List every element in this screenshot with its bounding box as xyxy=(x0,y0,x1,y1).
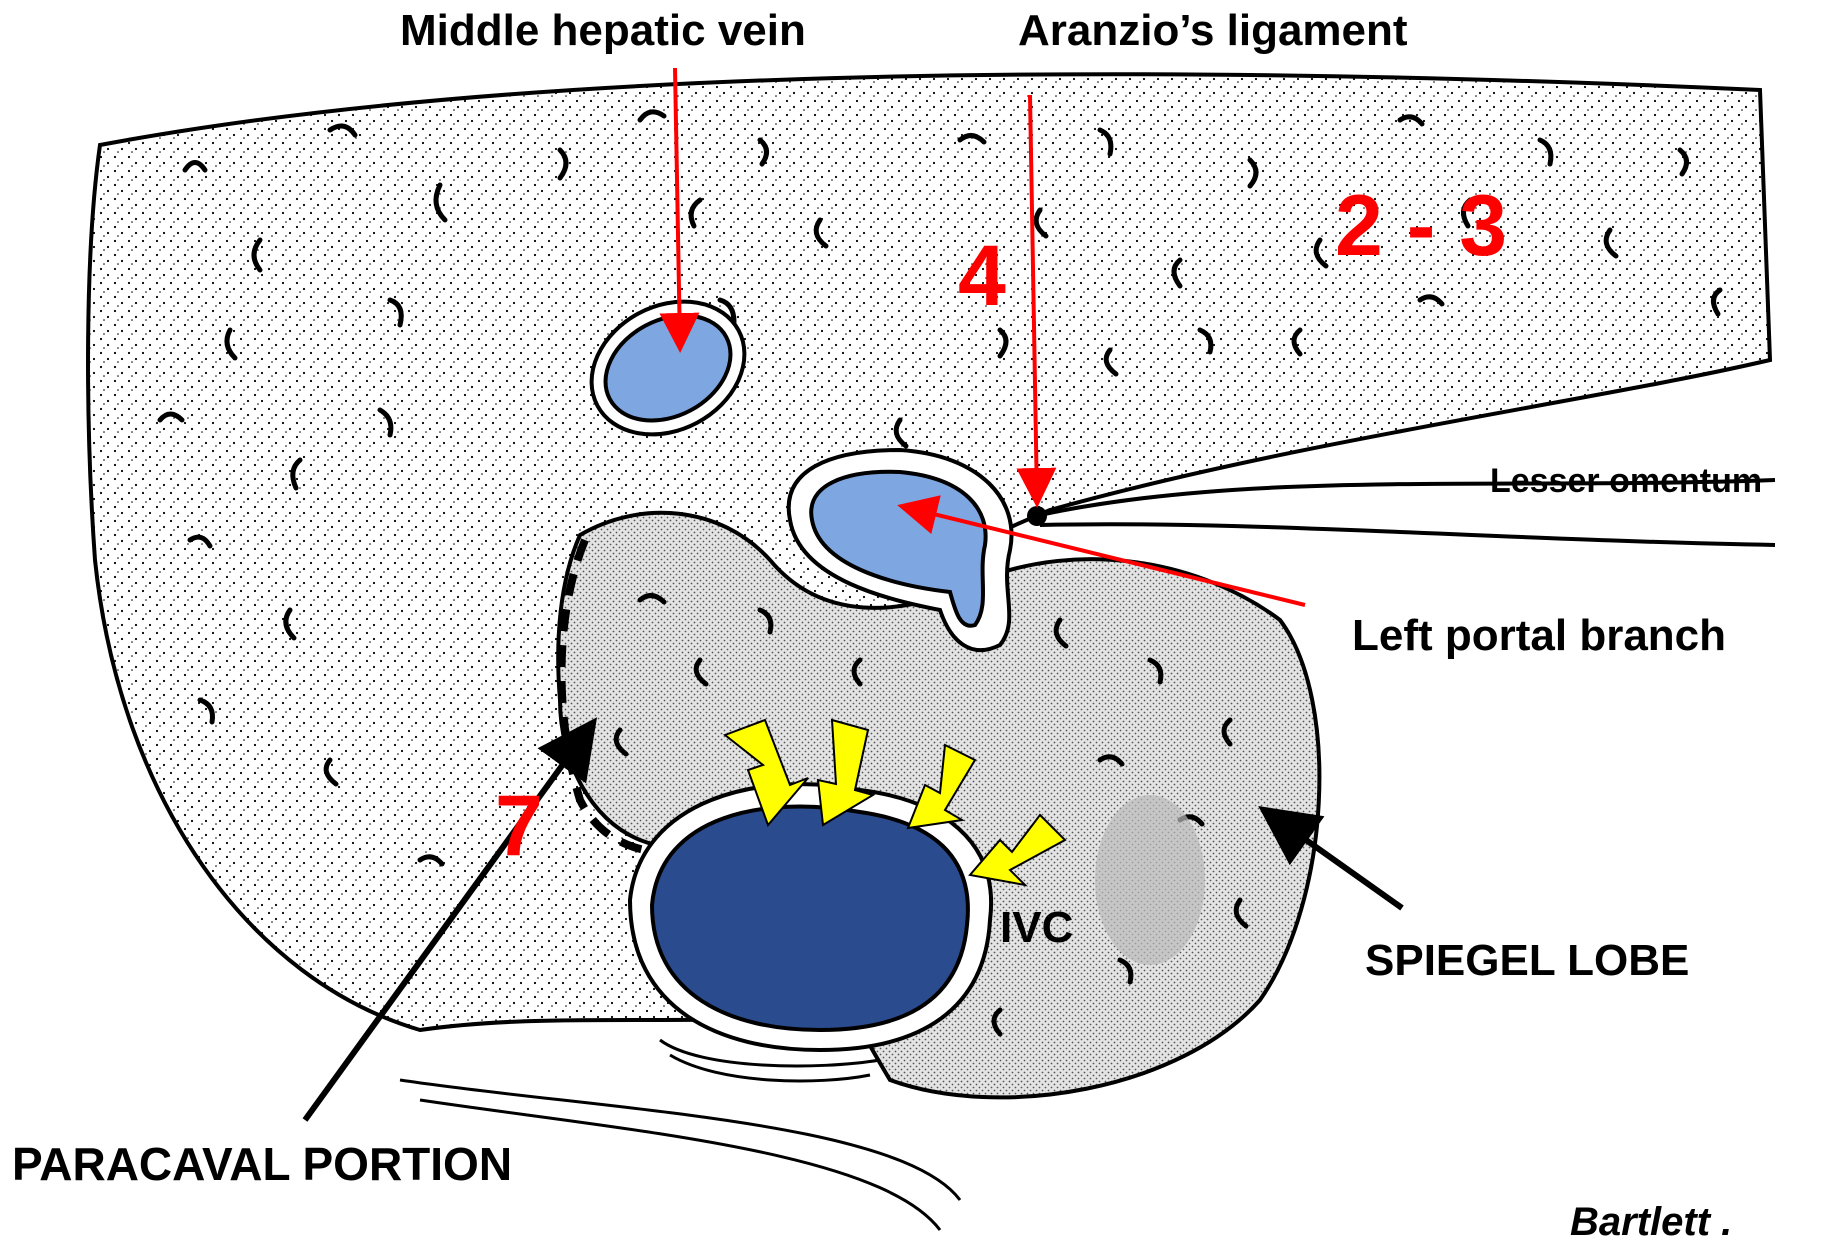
spiegel-lobe-label: SPIEGEL LOBE xyxy=(1365,936,1689,985)
segment-4-number: 4 xyxy=(958,228,1006,324)
lesser-omentum-label: Lesser omentum xyxy=(1490,462,1762,500)
aranzio-ligament-node xyxy=(1027,506,1047,526)
credit-label: Bartlett . xyxy=(1570,1200,1732,1241)
spiegel-shadow xyxy=(1095,795,1205,965)
aranzio-ligament-label: Aranzio’s ligament xyxy=(1018,6,1408,55)
segment-2-3-number: 2 - 3 xyxy=(1335,178,1507,274)
segment-7-number: 7 xyxy=(495,778,543,874)
paracaval-portion-label: PARACAVAL PORTION xyxy=(12,1138,512,1190)
left-portal-branch-label: Left portal branch xyxy=(1352,611,1726,660)
middle-hepatic-vein-label: Middle hepatic vein xyxy=(400,6,806,55)
ivc-ligament-strands xyxy=(400,1040,960,1230)
ivc-label: IVC xyxy=(1000,903,1073,952)
